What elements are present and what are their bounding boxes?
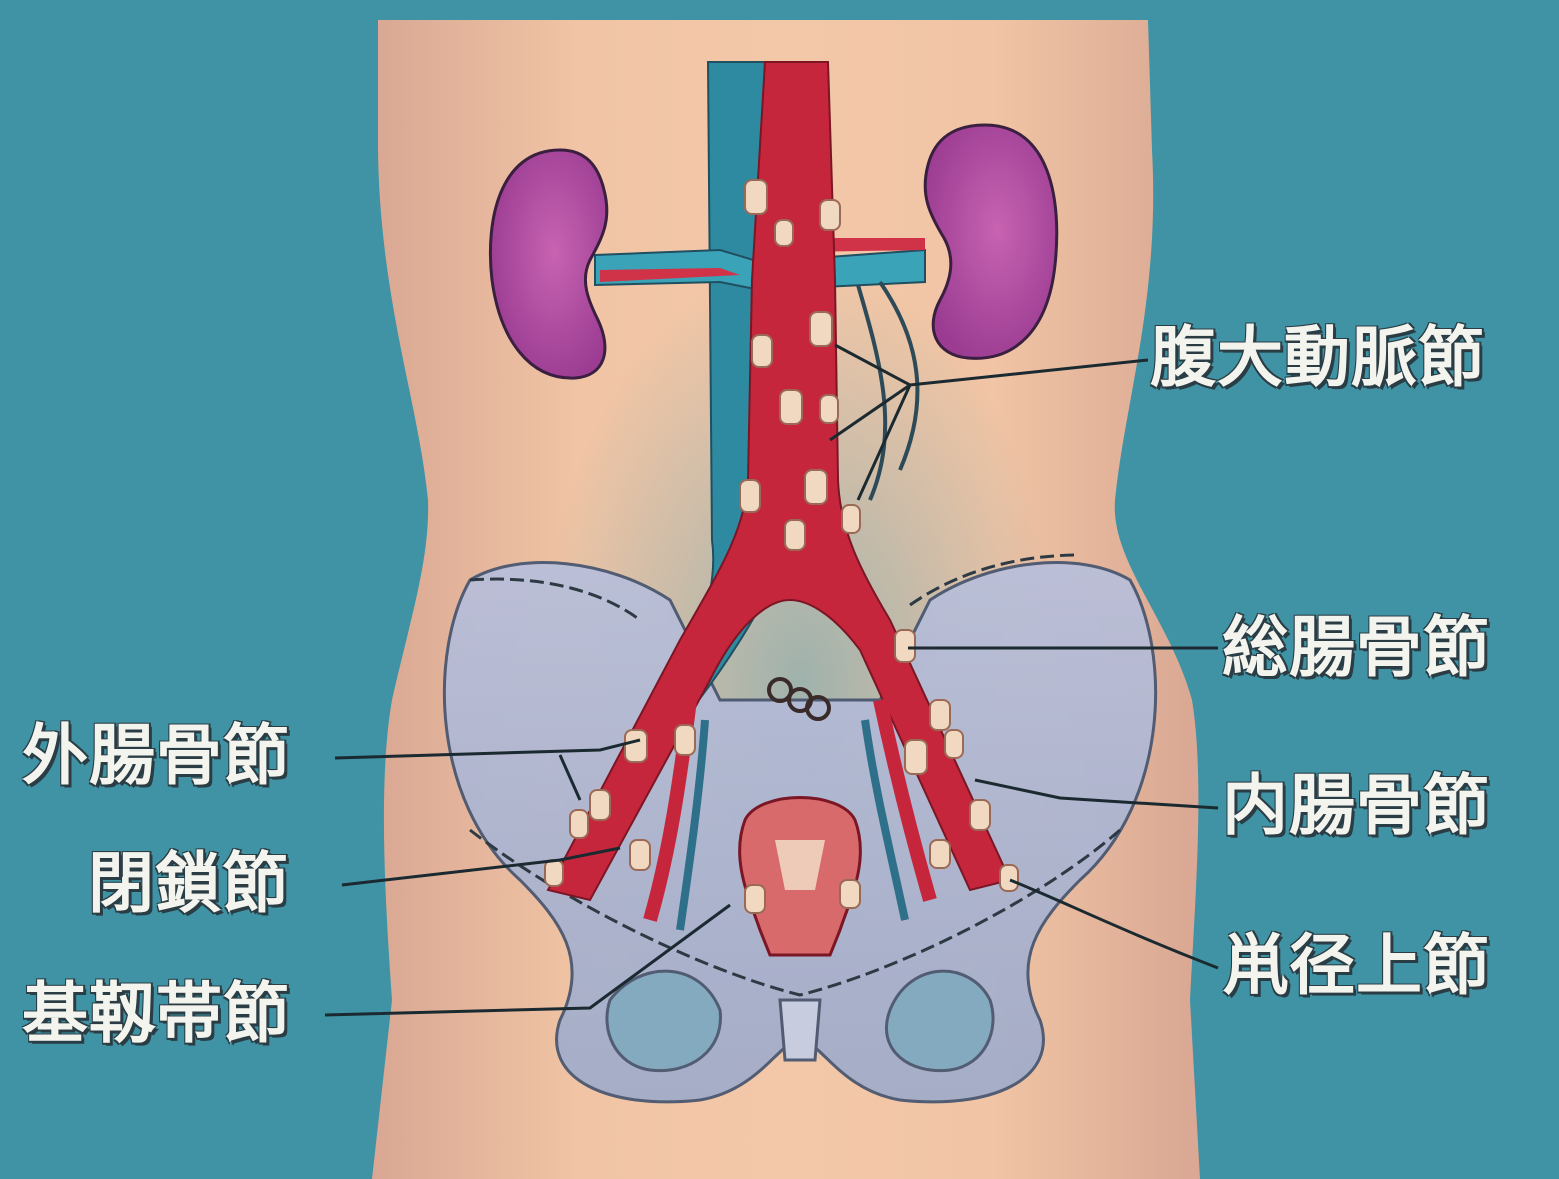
label-para-aortic-nodes: 腹大動脈節 <box>1150 322 1485 394</box>
label-obturator-nodes: 閉鎖節 <box>88 848 289 920</box>
label-internal-iliac-nodes: 内腸骨節 <box>1222 770 1490 842</box>
label-cardinal-ligament-nodes: 基靱帯節 <box>22 978 290 1050</box>
label-common-iliac-nodes: 総腸骨節 <box>1222 612 1490 684</box>
kidney-icon <box>925 125 1057 358</box>
label-external-iliac-nodes: 外腸骨節 <box>22 720 290 792</box>
label-suprainguinal-nodes: 鼡径上節 <box>1222 930 1490 1002</box>
